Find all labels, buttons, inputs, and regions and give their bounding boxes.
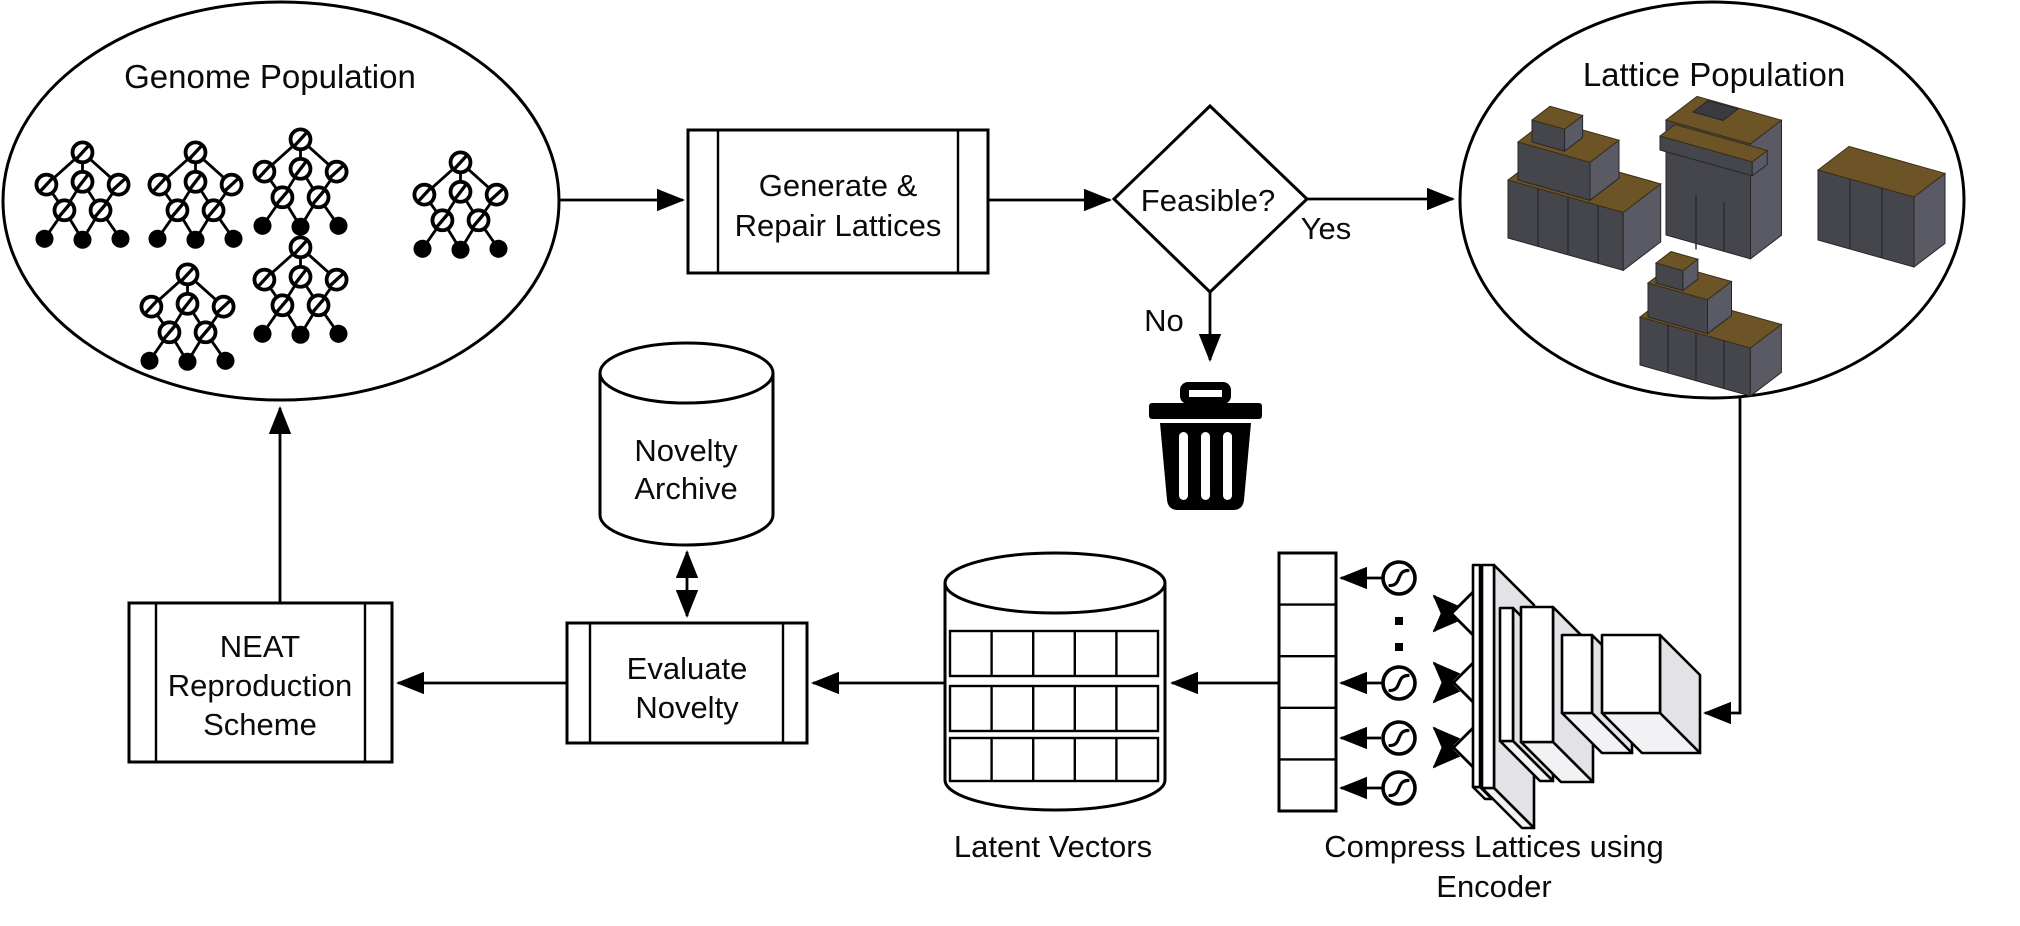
voxel-lattice-3d: [1816, 145, 1947, 269]
encoder-connection-arrows: [1432, 591, 1474, 769]
arrow-lattice-to-encoder: [1703, 398, 1742, 725]
vertical-dots: [1395, 617, 1403, 651]
sigmoid-activation-icon: [1381, 720, 1417, 756]
encoder-caption-line1: Compress Lattices using: [1324, 829, 1663, 864]
no-label: No: [1144, 303, 1184, 338]
evaluate-label-line2: Novelty: [635, 690, 739, 725]
encoder-layers: [1471, 563, 1702, 830]
generate-repair-box: Generate & Repair Lattices: [686, 128, 990, 275]
lattice-population-title: Lattice Population: [1583, 56, 1845, 93]
novelty-archive-line2: Archive: [634, 471, 737, 506]
neat-label-line2: Reproduction: [168, 668, 352, 703]
yes-label: Yes: [1301, 211, 1352, 246]
feasible-decision-diamond: Feasible?: [1111, 103, 1310, 295]
voxel-lattice-3d: [1658, 95, 1783, 260]
novelty-archive-line1: Novelty: [634, 433, 738, 468]
evaluate-label-line1: Evaluate: [627, 651, 748, 686]
latent-grid: [948, 629, 1160, 783]
neat-reproduction-box: NEAT Reproduction Scheme: [127, 601, 394, 764]
sigmoid-activation-icon: [1381, 560, 1417, 596]
latent-vector-column: [1277, 551, 1338, 813]
generate-label-line1: Generate &: [759, 168, 918, 203]
voxel-lattice-3d: [1638, 251, 1783, 398]
trash-icon: [1149, 382, 1262, 510]
neat-label-line1: NEAT: [220, 629, 300, 664]
encoder-caption-line2: Encoder: [1436, 869, 1551, 904]
activation-to-latent-arrows: [1339, 566, 1382, 800]
neat-label-line3: Scheme: [203, 707, 317, 742]
sigmoid-activation-icon: [1381, 770, 1417, 806]
latent-vectors-label: Latent Vectors: [954, 829, 1152, 864]
generate-label-line2: Repair Lattices: [735, 208, 942, 243]
sigmoid-activation-icon: [1381, 665, 1417, 701]
latent-vectors-db: [943, 551, 1167, 812]
evaluate-novelty-box: Evaluate Novelty: [565, 621, 809, 745]
voxel-lattice-3d: [1506, 105, 1662, 272]
decision-label: Feasible?: [1141, 183, 1275, 218]
genome-population-title: Genome Population: [124, 58, 416, 95]
novelty-archive-db: Novelty Archive: [598, 341, 775, 547]
